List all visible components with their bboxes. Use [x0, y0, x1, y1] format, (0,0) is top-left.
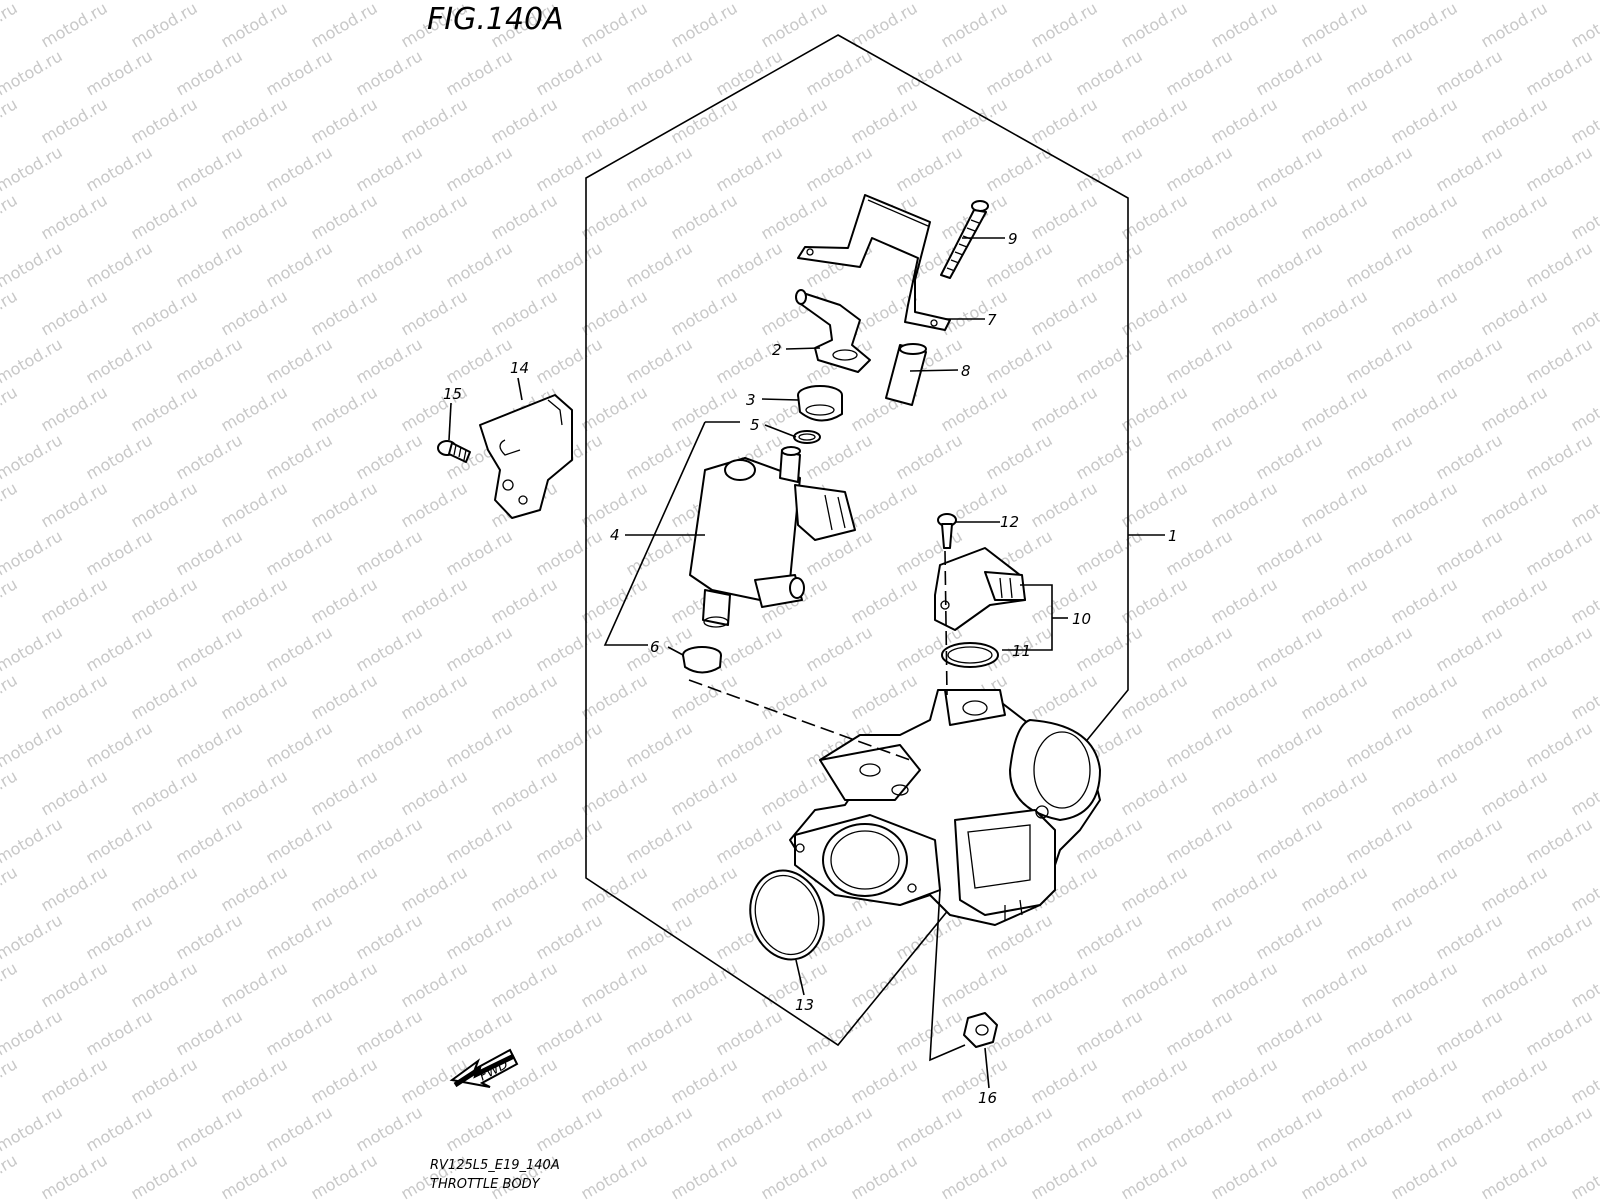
part-grommet-3	[797, 385, 843, 422]
caption-name: THROTTLE BODY	[430, 1177, 540, 1192]
callout-13: 13	[795, 996, 814, 1014]
callout-8: 8	[961, 362, 971, 380]
callout-6: 6	[650, 638, 660, 656]
figure-title: FIG.140A	[427, 2, 564, 37]
callout-14: 14	[510, 359, 529, 377]
part-solenoid-valve	[689, 446, 856, 628]
callout-16: 16	[978, 1089, 997, 1107]
part-elbow-pipe	[795, 289, 871, 373]
fwd-arrow-icon: FWD	[449, 1048, 519, 1088]
callout-9: 9	[1008, 230, 1018, 248]
callout-1: 1	[1168, 527, 1178, 545]
callout-7: 7	[987, 311, 997, 329]
part-throttle-sensor	[934, 547, 1026, 631]
caption-code: RV125L5_E19_140A	[430, 1158, 560, 1173]
callout-12: 12	[1000, 513, 1019, 531]
part-spacer-8	[885, 343, 927, 406]
callout-labels: 1 2 3 4 5 6 7 8 9 10 11 12 13 14 15 16	[443, 230, 1178, 1107]
callout-11: 11	[1012, 642, 1031, 660]
part-oring-5	[793, 430, 821, 444]
callout-4: 4	[610, 526, 620, 544]
callout-3: 3	[746, 391, 756, 409]
part-bolt-9	[940, 200, 989, 279]
callout-10: 10	[1072, 610, 1091, 628]
part-bracket	[797, 194, 951, 331]
part-screw-12	[937, 513, 957, 549]
callout-2: 2	[772, 341, 782, 359]
part-oring-13	[749, 869, 825, 961]
part-seal-6	[682, 646, 722, 674]
assembly-boundary	[585, 34, 1129, 1047]
part-bracket-14	[479, 394, 573, 519]
part-screw-15	[437, 440, 471, 463]
part-nut-16	[963, 1012, 998, 1048]
leader-lines	[448, 237, 1165, 1089]
part-throttle-body	[789, 689, 1101, 926]
callout-15: 15	[443, 385, 462, 403]
callout-5: 5	[750, 416, 760, 434]
